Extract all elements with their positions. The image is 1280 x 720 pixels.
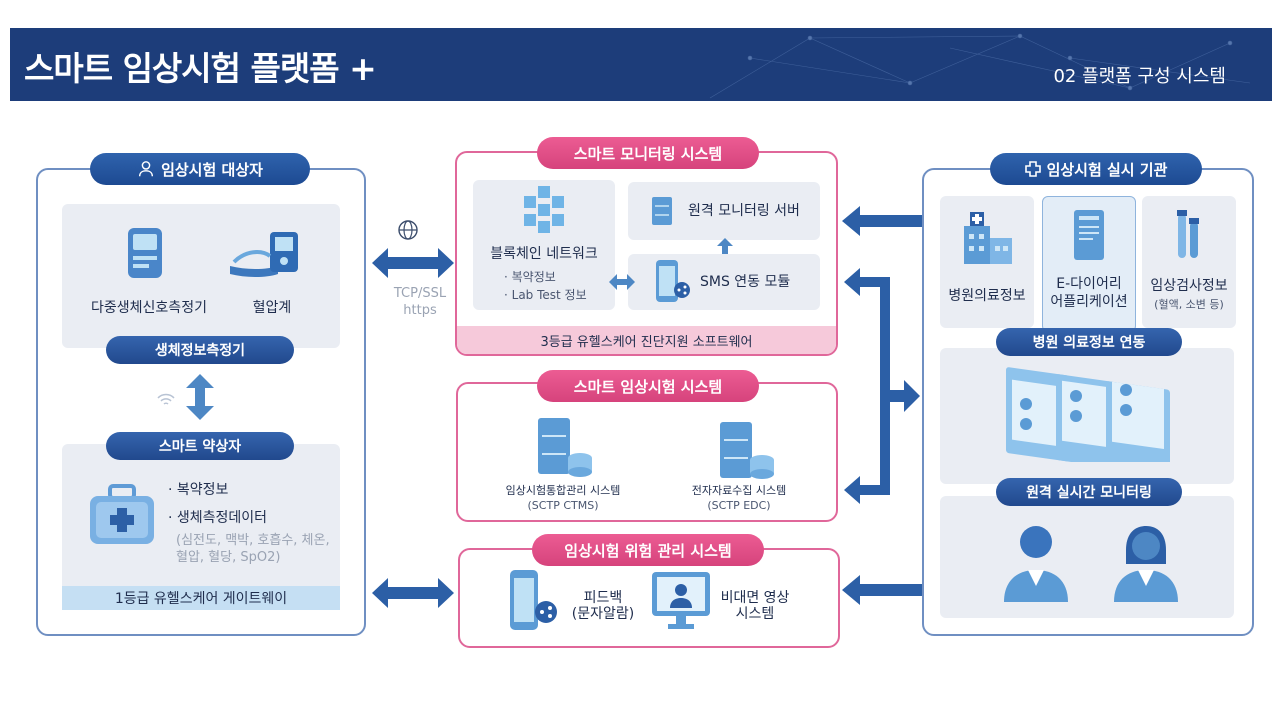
blockchain-sms-arrow <box>609 274 635 290</box>
server-icon <box>720 422 774 479</box>
monitoring-panel-title: 스마트 모니터링 시스템 <box>537 137 759 169</box>
blockchain-cubes-icon <box>524 186 564 233</box>
doctor-female-icon <box>1114 526 1178 602</box>
institution-risk-arrow <box>842 575 922 605</box>
bio-device-box <box>62 204 340 348</box>
phone-share-icon <box>656 260 690 302</box>
feedback-label: 피드백 <box>583 590 623 606</box>
bio-data-detail-line2: 혈압, 혈당, SpO2) <box>176 550 281 565</box>
edc-sub-label: (SCTP EDC) <box>707 499 771 512</box>
bio-device-pill: 생체정보측정기 <box>106 336 294 364</box>
server-icon <box>652 197 672 225</box>
blockchain-item-labtest: · Lab Test 정보 <box>504 288 587 302</box>
tcp-link-arrow <box>372 248 454 278</box>
page-title: 스마트 임상시험 플랫폼 + <box>24 49 377 88</box>
person-icon <box>139 161 154 177</box>
feedback-sub-label: (문자알람) <box>571 606 635 622</box>
bio-data-detail-line1: (심전도, 맥박, 호흡수, 체온, <box>176 533 330 548</box>
phone-share-icon <box>510 570 557 630</box>
multi-vital-device-label: 다중생체신호측정기 <box>91 300 207 316</box>
bio-data-bullet: · 생체측정데이터 <box>168 510 268 526</box>
remote-server-label: 원격 모니터링 서버 <box>688 203 800 219</box>
gateway-label: 1등급 유헬스케어 게이트웨이 <box>62 586 340 610</box>
section-subtitle: 02 플랫폼 구성 시스템 <box>1053 66 1226 87</box>
hospital-info-label: 병원의료정보 <box>948 288 1026 304</box>
medication-info-bullet: · 복약정보 <box>168 482 229 498</box>
tcp-ssl-label: TCP/SSL <box>393 286 447 301</box>
blood-pressure-label: 혈압계 <box>252 300 292 316</box>
medical-cross-icon <box>1024 161 1041 177</box>
blockchain-item-medication: · 복약정보 <box>504 270 556 284</box>
network-background-decoration <box>709 33 1251 99</box>
hospital-link-pill: 병원 의료정보 연동 <box>996 328 1182 356</box>
medicine-box-icon <box>90 484 154 544</box>
lab-info-sub-label: (혈액, 소변 등) <box>1154 298 1224 311</box>
https-label: https <box>403 303 437 318</box>
blood-pressure-icon <box>230 232 298 277</box>
diagnostic-software-label: 3등급 유헬스케어 진단지원 소프트웨어 <box>457 326 836 354</box>
monitor-person-icon <box>652 572 710 629</box>
institution-monitoring-arrow <box>842 206 922 236</box>
realtime-box <box>940 496 1234 618</box>
ediary-label: E-다이어리 <box>1056 276 1122 292</box>
blockchain-box <box>473 180 615 310</box>
vital-monitor-icon <box>128 228 162 278</box>
sms-module-label: SMS 연동 모듈 <box>700 274 791 290</box>
ediary-document-icon <box>1074 210 1104 260</box>
ediary-app-label: 어플리케이션 <box>1050 294 1128 310</box>
ctms-label: 임상시험통합관리 시스템 <box>505 484 621 497</box>
video-system-label: 비대면 영상 <box>720 590 790 606</box>
video-system-sub-label: 시스템 <box>735 606 775 622</box>
device-sync-arrow <box>186 374 214 420</box>
edc-label: 전자자료수집 시스템 <box>691 484 787 497</box>
smart-pillbox-pill: 스마트 약상자 <box>106 432 294 460</box>
blockchain-label: 블록체인 네트워크 <box>490 246 598 262</box>
server-icon <box>538 418 592 477</box>
header-banner: 스마트 임상시험 플랫폼 + 02 플랫폼 구성 시스템 <box>10 28 1272 101</box>
realtime-monitoring-pill: 원격 실시간 모니터링 <box>996 478 1182 506</box>
institution-trial-arrows <box>844 268 920 504</box>
institution-panel-title: 임상시험 실시 기관 <box>990 153 1202 185</box>
hospital-building-icon <box>964 212 1012 264</box>
subject-risk-arrow <box>372 578 454 608</box>
lab-info-label: 임상검사정보 <box>1150 278 1228 294</box>
doctor-male-icon <box>1004 526 1068 602</box>
test-tube-icon <box>1177 210 1199 258</box>
risk-system-title: 임상시험 위험 관리 시스템 <box>532 534 764 566</box>
medical-records-icon <box>1006 367 1170 462</box>
trial-system-panel <box>456 382 838 522</box>
trial-system-title: 스마트 임상시험 시스템 <box>537 370 759 402</box>
wifi-icon <box>157 393 175 405</box>
globe-icon <box>398 220 418 240</box>
ctms-sub-label: (SCTP CTMS) <box>527 499 599 512</box>
subject-panel-title: 임상시험 대상자 <box>90 153 310 185</box>
